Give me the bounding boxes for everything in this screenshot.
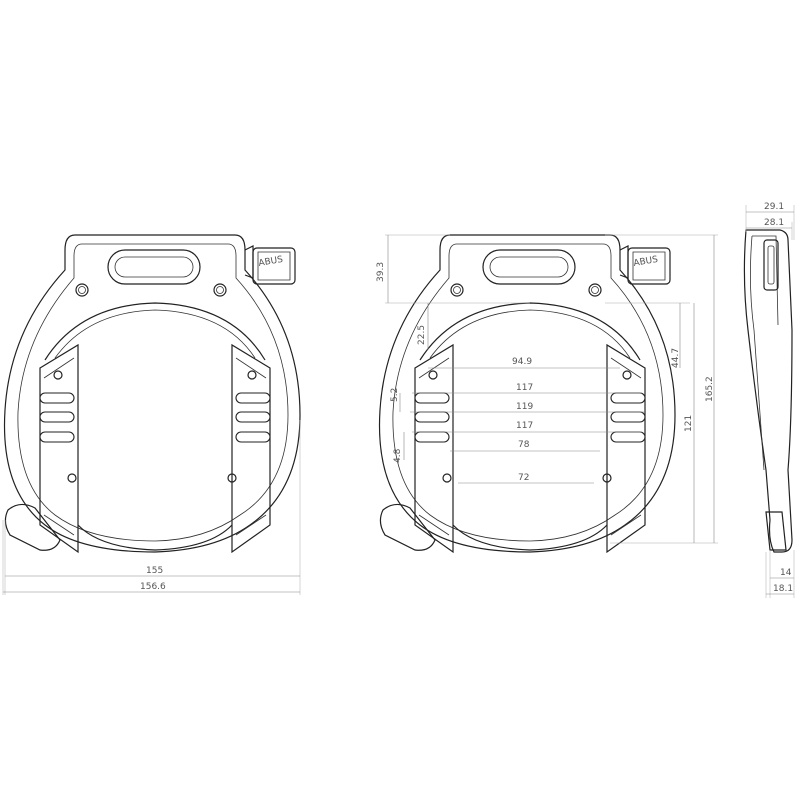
dim-14: 14 (780, 568, 792, 578)
side-view: 29.1 28.1 14 18.1 (743, 202, 795, 598)
dim-44-7: 44.7 (671, 348, 681, 368)
mid-key-brand: ABUS (633, 255, 659, 269)
dim-78: 78 (518, 440, 530, 450)
dim-39-3: 39.3 (376, 262, 386, 282)
dim-155: 155 (146, 566, 163, 576)
dim-28-1: 28.1 (764, 218, 784, 228)
dim-4-8: 4.8 (393, 448, 403, 463)
dim-165-2: 165.2 (705, 376, 715, 402)
dim-121: 121 (684, 415, 694, 432)
dim-5-2: 5.2 (390, 388, 400, 402)
dim-156-6: 156.6 (140, 582, 166, 592)
dim-94-9: 94.9 (512, 357, 532, 367)
dimensioned-view: ABUS 39.3 22.5 94.9 117 119 117 78 72 5.… (376, 234, 718, 553)
dim-119: 119 (516, 402, 533, 412)
dim-72: 72 (518, 473, 529, 483)
dim-18-1: 18.1 (773, 584, 793, 594)
dim-117-a: 117 (516, 383, 533, 393)
dim-117-b: 117 (516, 421, 533, 431)
dim-29-1: 29.1 (764, 202, 784, 212)
dim-22-5: 22.5 (417, 325, 427, 345)
front-key-brand: ABUS (258, 255, 284, 269)
front-view: ABUS 155 156.6 (2, 234, 301, 595)
